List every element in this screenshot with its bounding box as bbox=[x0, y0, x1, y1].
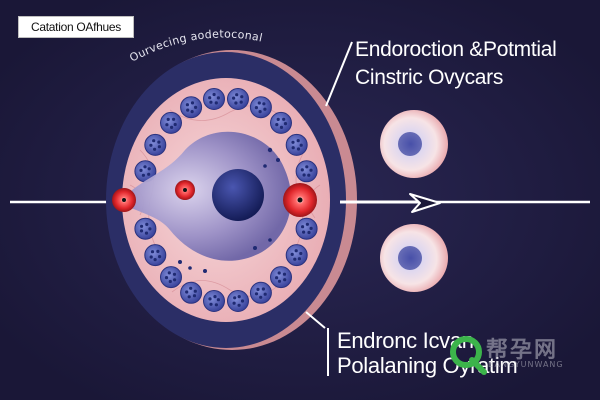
cell bbox=[160, 266, 182, 289]
cell bbox=[203, 88, 225, 110]
cell bbox=[203, 290, 225, 312]
watermark: 帮孕网 BANGYUNWANG bbox=[448, 330, 588, 380]
cell bbox=[285, 244, 308, 267]
nucleus bbox=[212, 169, 264, 221]
heading-top-line1: Endoroction &Potmtial bbox=[355, 38, 557, 61]
heading-bottom-line2: Polalaning Oyratim bbox=[337, 353, 518, 378]
cell bbox=[227, 290, 249, 312]
cell bbox=[180, 96, 203, 119]
cell bbox=[270, 111, 292, 134]
watermark-brand: 帮孕网 bbox=[486, 338, 559, 363]
cell bbox=[295, 160, 318, 183]
cell bbox=[134, 160, 157, 183]
red-dot-center bbox=[175, 180, 195, 200]
cell bbox=[180, 281, 203, 304]
egg-top bbox=[380, 110, 448, 178]
red-dot-right bbox=[283, 183, 317, 217]
cell bbox=[295, 217, 318, 240]
arrow-right bbox=[340, 193, 441, 213]
cell bbox=[144, 133, 167, 156]
watermark-sub: BANGYUNWANG bbox=[488, 360, 564, 369]
heading-top-line2: Cinstric Ovycars bbox=[355, 66, 504, 89]
cell bbox=[249, 281, 272, 304]
granules bbox=[178, 147, 280, 273]
cell bbox=[270, 266, 292, 289]
connector-top bbox=[325, 41, 353, 107]
cell bbox=[134, 217, 157, 240]
cell bbox=[160, 111, 182, 134]
cell bbox=[144, 244, 167, 267]
connector-bottom bbox=[305, 311, 326, 329]
corner-label: Catation OAfhues bbox=[18, 16, 134, 38]
cell bbox=[249, 96, 272, 119]
cell-ring bbox=[134, 88, 318, 312]
watermark-logo-icon bbox=[450, 336, 487, 375]
egg-bottom bbox=[380, 224, 448, 292]
cell bbox=[285, 133, 308, 156]
cell bbox=[227, 88, 249, 110]
red-dot-left bbox=[112, 188, 136, 212]
cavity bbox=[120, 131, 292, 261]
